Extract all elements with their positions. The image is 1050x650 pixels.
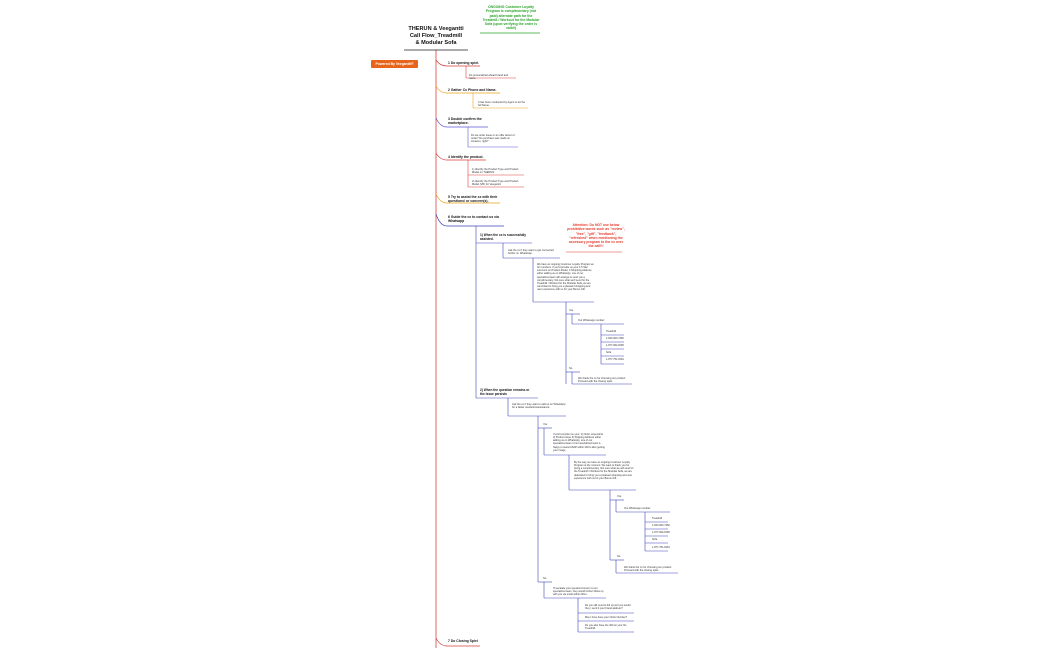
branch-a-number-0: Treadmill — [606, 330, 617, 333]
branch-a-no-closing: We thank the cx for choosing our product… — [578, 377, 626, 384]
branch-b-number-4: 1-877-751-8181 — [652, 546, 670, 549]
branch-a-number-4: 1-877-751-8181 — [606, 358, 624, 361]
branch-b-whatsapp-label: Our Whatsapp number: — [624, 507, 651, 510]
branch-b-issue-persists: 2) When the question remains or the issu… — [480, 388, 530, 396]
step-1-note: Do personalized ahead brand and name. — [469, 74, 509, 81]
branch-a-ask: Ask the cx if they want to get connected… — [508, 249, 554, 256]
step-3-confirm-marketplace: 3 Double confirm the marketplace. — [448, 117, 482, 126]
branch-a-script: We have an ongoing Customer Loyalty Prog… — [537, 263, 594, 291]
step-2-gather-phone-name: 2 Gather Cx Phone and Name. — [448, 88, 497, 92]
step-1-opening-spiel: 1 Do opening spiel. — [448, 61, 480, 65]
branch-b-ask: Ask the cx if they want to add us on Wha… — [512, 403, 566, 410]
step-4-note-veegantti: 2) Identify the Product Type and Product… — [472, 180, 519, 187]
branch-b-no-question-2: May I have have your Order Number? — [585, 616, 627, 619]
branch-a-no: No — [569, 367, 573, 370]
branch-b-no2: No — [617, 555, 621, 558]
branch-b-yes2: Yes — [617, 495, 622, 498]
branch-a-whatsapp-label: Our Whatsapp number: — [578, 319, 605, 322]
branch-a-number-3: Sofa — [606, 351, 612, 354]
branch-a-yes: Yes — [569, 309, 574, 312]
powered-by-badge: Powered By Veegantti® — [371, 60, 418, 68]
step-4-note-therun: 1) Identify the Product Type and Product… — [472, 168, 519, 175]
branch-a-assisted: 1) When the cx is successfully assisted. — [480, 233, 527, 241]
step-2-note: It has been conducted by Agent to let th… — [478, 101, 526, 108]
branch-b-number-3: Sofa — [652, 538, 658, 541]
branch-b-no2-closing: We thank the cx for choosing our product… — [624, 566, 672, 573]
step-5-assist-cx: 5 Try to assist the cx with their questi… — [448, 195, 498, 204]
step-3-note: Do we order issue or an offer about of o… — [471, 134, 515, 144]
branch-b-number-0: Treadmill — [652, 517, 663, 520]
step-6-guide-whatsapp: 6 Guide the cx to contact us via Whatsap… — [448, 215, 499, 224]
branch-b-no-question-3: Do you also have the 400 on your the Tre… — [585, 624, 627, 631]
page-title: THERUN & Veegantti Call Flow_Treadmill &… — [408, 26, 464, 46]
branch-b-no-question-1: Do you still need to full up and you wou… — [585, 604, 631, 611]
prohibited-words-warning: Attention: Do NOT use below prohibitive … — [567, 223, 625, 249]
branch-b-number-2: 1-877-662-8165 — [652, 531, 670, 534]
step-7-closing-spiel: 7 Do Closing Spiel — [448, 639, 478, 643]
loyalty-program-note: ONGOING Customer Loyalty Program is comp… — [482, 5, 540, 31]
branch-a-number-1: 1-843-903-7482 — [606, 337, 624, 340]
step-4-identify-product: 4 Identify the product. — [448, 155, 484, 159]
branch-b-no-escalate: I'll escalate your question/concern to o… — [553, 587, 604, 597]
branch-b-number-1: 1-843-903-7482 — [652, 524, 670, 527]
branch-a-number-2: 1-877-662-8165 — [606, 344, 624, 347]
branch-b-yes: Yes — [543, 423, 548, 426]
branch-b-no: No — [543, 577, 547, 580]
branch-b-yes-script: If you'll provide me your: 1) Order scre… — [553, 433, 605, 452]
branch-b-yes-loyalty-script: By the way, we have an ongoing Customer … — [574, 461, 634, 480]
